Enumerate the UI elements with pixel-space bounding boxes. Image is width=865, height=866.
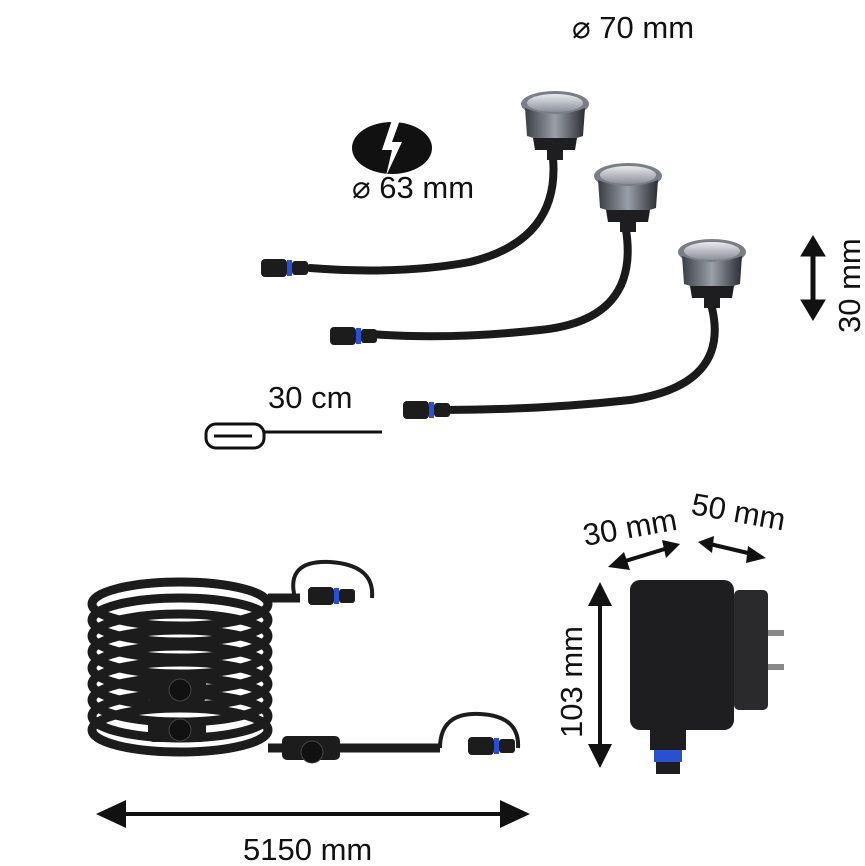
connector-icon: [261, 259, 308, 277]
connector-icon: [308, 587, 355, 605]
adapter-height-arrow: [588, 582, 612, 768]
adapter-plug-depth-arrow: [698, 536, 766, 563]
adapter-plug-depth-label: 50 mm: [689, 486, 788, 537]
connector-icon: [468, 737, 515, 755]
cutout-diameter-label: ⌀ 63 mm: [352, 170, 474, 205]
connector-icon: [403, 401, 450, 419]
light-fixture-2: [594, 163, 662, 232]
connector-icon: [330, 327, 377, 345]
cutout-icon: [352, 120, 432, 176]
height-arrow: [800, 235, 826, 321]
main-cable-length-label: 5150 mm: [243, 832, 372, 866]
light-fixture-1: [521, 91, 589, 160]
adapter-depth-arrow: [608, 540, 680, 570]
light-fixture-3: [678, 239, 746, 308]
light-height-label: 30 mm: [832, 238, 865, 333]
light-cables: [306, 154, 719, 414]
main-cable-length-arrow: [96, 800, 530, 828]
main-cable-coil: [87, 559, 521, 757]
t-splitter: [148, 678, 340, 764]
adapter-height-label: 103 mm: [554, 626, 589, 738]
cable-length-label: 30 cm: [268, 380, 352, 415]
cable-length-icon: [204, 422, 382, 450]
light-diameter-label: ⌀ 70 mm: [572, 10, 694, 45]
power-adapter: [630, 580, 784, 774]
